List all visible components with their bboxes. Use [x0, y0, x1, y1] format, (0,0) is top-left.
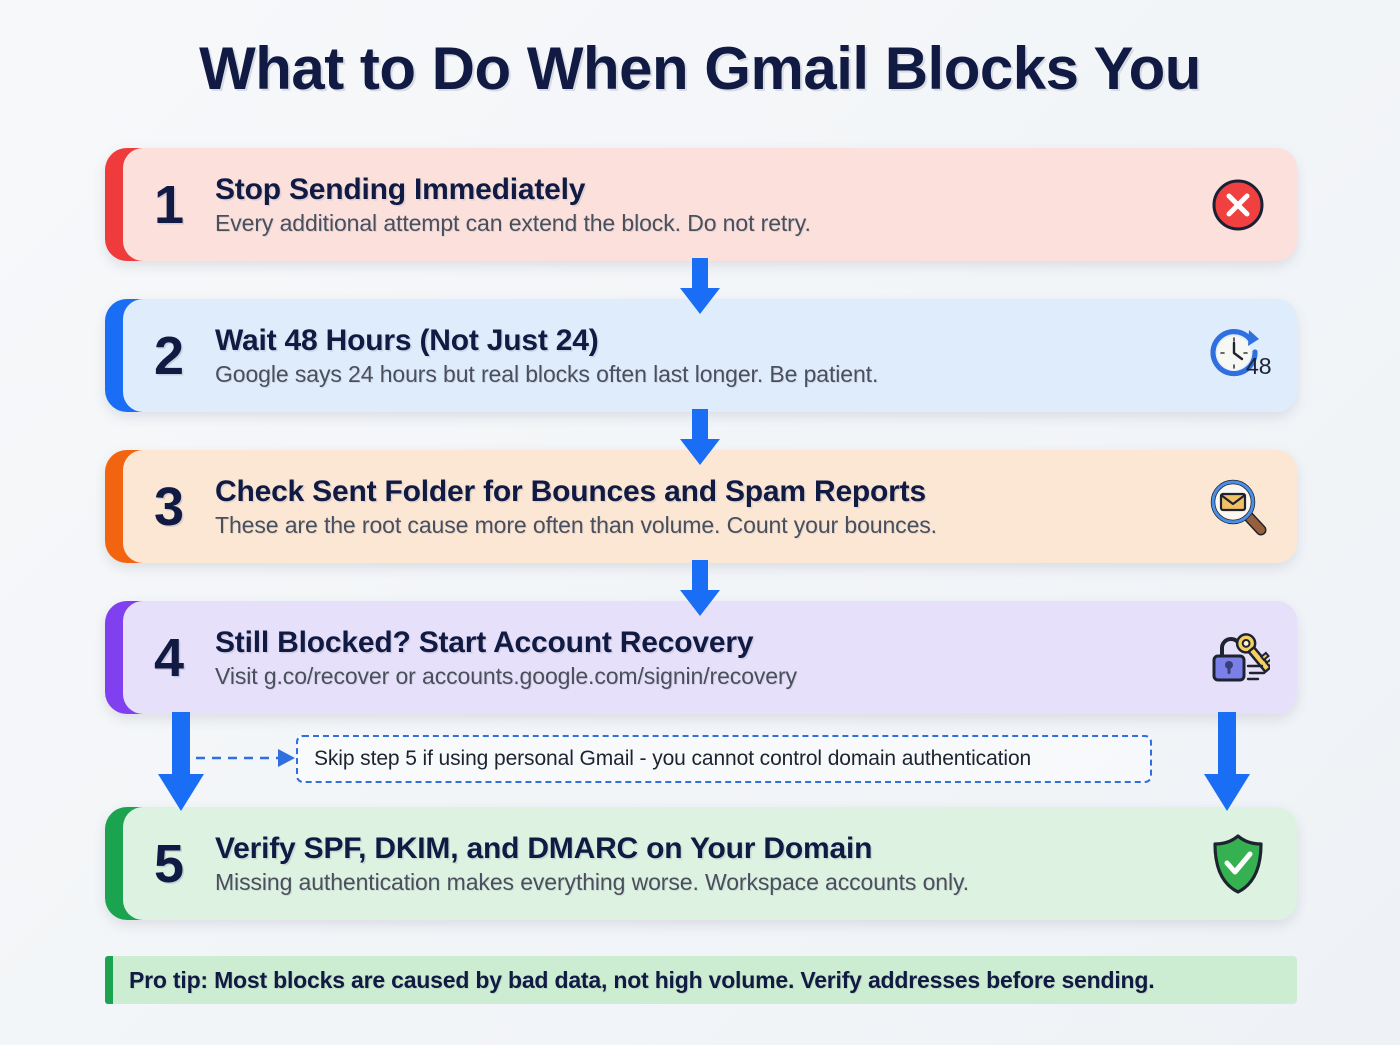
step-card-body-3: 3 Check Sent Folder for Bounces and Spam…: [123, 450, 1297, 563]
step-card-4: 4 Still Blocked? Start Account Recovery …: [105, 601, 1297, 714]
pro-tip-banner: Pro tip: Most blocks are caused by bad d…: [105, 956, 1297, 1004]
step-title-2: Wait 48 Hours (Not Just 24): [215, 323, 599, 357]
step-text-block-3: Check Sent Folder for Bounces and Spam R…: [215, 475, 1179, 539]
step-icon-slot-5: [1179, 807, 1297, 920]
step-desc-5: Missing authentication makes everything …: [215, 868, 969, 895]
step-desc-2: Google says 24 hours but real blocks oft…: [215, 360, 879, 387]
connector-arrow-2-3: [672, 409, 728, 467]
step-number-2: 2: [153, 325, 185, 386]
clock-icon-label: 48: [1246, 353, 1271, 379]
step-icon-slot-4: [1179, 601, 1297, 714]
step-text-block-4: Still Blocked? Start Account Recovery Vi…: [215, 626, 1179, 690]
green-shield-check-icon: [1210, 833, 1266, 895]
step-card-body-5: 5 Verify SPF, DKIM, and DMARC on Your Do…: [123, 807, 1297, 920]
step-title-3: Check Sent Folder for Bounces and Spam R…: [215, 474, 926, 508]
pro-tip-text: Pro tip: Most blocks are caused by bad d…: [129, 966, 1155, 993]
magnifier-envelope-icon: [1207, 476, 1269, 538]
page-title: What to Do When Gmail Blocks You: [199, 35, 1201, 102]
callout-text: Skip step 5 if using personal Gmail - yo…: [314, 747, 1032, 770]
callout-box: Skip step 5 if using personal Gmail - yo…: [296, 735, 1152, 783]
step-card-5: 5 Verify SPF, DKIM, and DMARC on Your Do…: [105, 807, 1297, 920]
step-number-1: 1: [153, 174, 185, 235]
callout-dashed-arrow: [196, 749, 296, 767]
step-desc-4: Visit g.co/recover or accounts.google.co…: [215, 662, 797, 689]
step-card-body-2: 2 Wait 48 Hours (Not Just 24) Google say…: [123, 299, 1297, 412]
step-text-block-5: Verify SPF, DKIM, and DMARC on Your Doma…: [215, 832, 1179, 896]
step-card-2: 2 Wait 48 Hours (Not Just 24) Google say…: [105, 299, 1297, 412]
connector-arrow-1-2: [672, 258, 728, 316]
step-number-5: 5: [153, 833, 185, 894]
step-desc-3: These are the root cause more often than…: [215, 511, 937, 538]
step-icon-slot-2: 48: [1179, 299, 1297, 412]
step-title-4: Still Blocked? Start Account Recovery: [215, 625, 754, 659]
step-card-body-4: 4 Still Blocked? Start Account Recovery …: [123, 601, 1297, 714]
step-card-1: 1 Stop Sending Immediately Every additio…: [105, 148, 1297, 261]
step-icon-slot-3: [1179, 450, 1297, 563]
step-text-block-2: Wait 48 Hours (Not Just 24) Google says …: [215, 324, 1179, 388]
unlocked-padlock-key-icon: [1206, 626, 1270, 690]
step-desc-1: Every additional attempt can extend the …: [215, 209, 811, 236]
connector-arrow-3-4: [672, 560, 728, 618]
x-circle-icon: [1210, 177, 1266, 233]
clock-48-icon: 48: [1205, 326, 1271, 386]
step-number-4: 4: [153, 627, 185, 688]
connector-arrow-4-5-left: [150, 712, 212, 814]
step-text-block-1: Stop Sending Immediately Every additiona…: [215, 173, 1179, 237]
step-title-1: Stop Sending Immediately: [215, 172, 586, 206]
connector-arrow-4-5-right: [1196, 712, 1258, 814]
pro-tip-accent-bar: [105, 956, 113, 1004]
step-icon-slot-1: [1179, 148, 1297, 261]
step-title-5: Verify SPF, DKIM, and DMARC on Your Doma…: [215, 831, 873, 865]
step-card-3: 3 Check Sent Folder for Bounces and Spam…: [105, 450, 1297, 563]
step-card-body-1: 1 Stop Sending Immediately Every additio…: [123, 148, 1297, 261]
step-number-3: 3: [153, 476, 185, 537]
